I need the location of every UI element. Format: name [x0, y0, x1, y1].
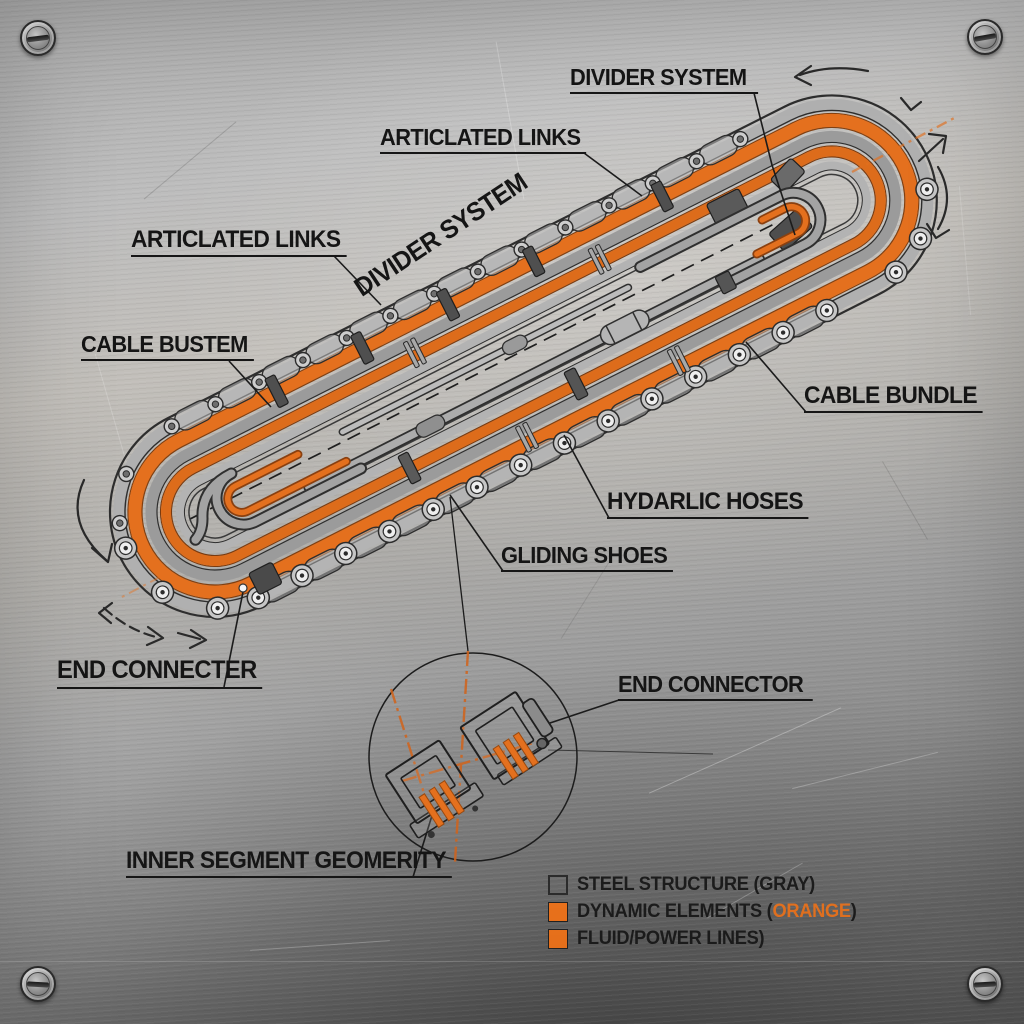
label-articulated-links-top: ARTICLATED LINKS — [380, 124, 587, 155]
slotted-screw-icon — [967, 19, 1003, 55]
inset-connector-left — [385, 739, 484, 839]
label-cable-bustem: CABLE BUSTEM — [81, 331, 254, 362]
panel-seam — [0, 961, 1024, 962]
hydraulic-hose-hooks — [189, 186, 827, 546]
label-articulated-links-left: ARTICLATED LINKS — [131, 226, 347, 258]
label-inner-segment-geometry: INNER SEGMENT GEOMERITY — [126, 847, 452, 879]
orange-swatch-icon — [548, 902, 568, 922]
chain-steel-bands — [108, 94, 938, 619]
screw-head — [26, 26, 50, 50]
screw-slot — [973, 981, 997, 987]
inset-connector-right — [459, 691, 563, 786]
orange-swatch-icon — [548, 929, 568, 949]
legend: STEEL STRUCTURE (GRAY) DYNAMIC ELEMENTS … — [548, 872, 868, 953]
slotted-screw-icon — [967, 966, 1003, 1002]
label-end-connecter: END CONNECTER — [57, 656, 263, 689]
legend-steel-label: STEEL STRUCTURE (GRAY) — [577, 874, 815, 895]
legend-fluid-label: FLUID/POWER LINES) — [577, 928, 765, 949]
label-end-connector-inset: END CONNECTOR — [618, 671, 813, 702]
legend-row-fluid: FLUID/POWER LINES) — [548, 926, 868, 952]
screw-slot — [26, 981, 50, 987]
leader-lines — [223, 92, 807, 878]
legend-row-steel: STEEL STRUCTURE (GRAY) — [548, 872, 868, 898]
legend-dynamic-prefix: DYNAMIC ELEMENTS ( — [577, 901, 773, 922]
gray-outline-swatch-icon — [548, 875, 568, 895]
legend-dynamic-suffix: ) — [850, 901, 857, 922]
screw-head — [973, 972, 997, 996]
cable-fittings — [415, 309, 650, 438]
label-divider-system-top: DIVIDER SYSTEM — [570, 64, 758, 95]
chain-orange-dynamic-band — [127, 112, 920, 600]
slotted-screw-icon — [20, 966, 56, 1002]
motion-arrows — [76, 64, 951, 650]
screw-slot — [26, 34, 50, 42]
orange-datum-lines — [117, 114, 959, 600]
label-gliding-shoes: GLIDING SHOES — [501, 542, 673, 573]
inner-segment-inset — [368, 650, 578, 863]
screw-head — [973, 25, 997, 49]
cable-bundle-tubes — [303, 253, 766, 493]
slotted-screw-icon — [20, 20, 56, 56]
screw-head — [26, 972, 50, 996]
chain-inner-bands — [145, 130, 902, 582]
screw-slot — [973, 32, 997, 42]
divider-pins — [403, 244, 691, 453]
end-connector-marker-dot — [238, 583, 248, 593]
legend-row-dynamic: DYNAMIC ELEMENTS (ORANGE) — [548, 899, 868, 925]
label-hydarlic-hoses: HYDARLIC HOSES — [607, 488, 809, 520]
label-cable-bundle: CABLE BUNDLE — [804, 382, 983, 414]
energy-chain — [108, 94, 943, 624]
legend-dynamic-highlight: ORANGE — [772, 901, 851, 922]
legend-dynamic-label: DYNAMIC ELEMENTS (ORANGE) — [577, 901, 857, 923]
